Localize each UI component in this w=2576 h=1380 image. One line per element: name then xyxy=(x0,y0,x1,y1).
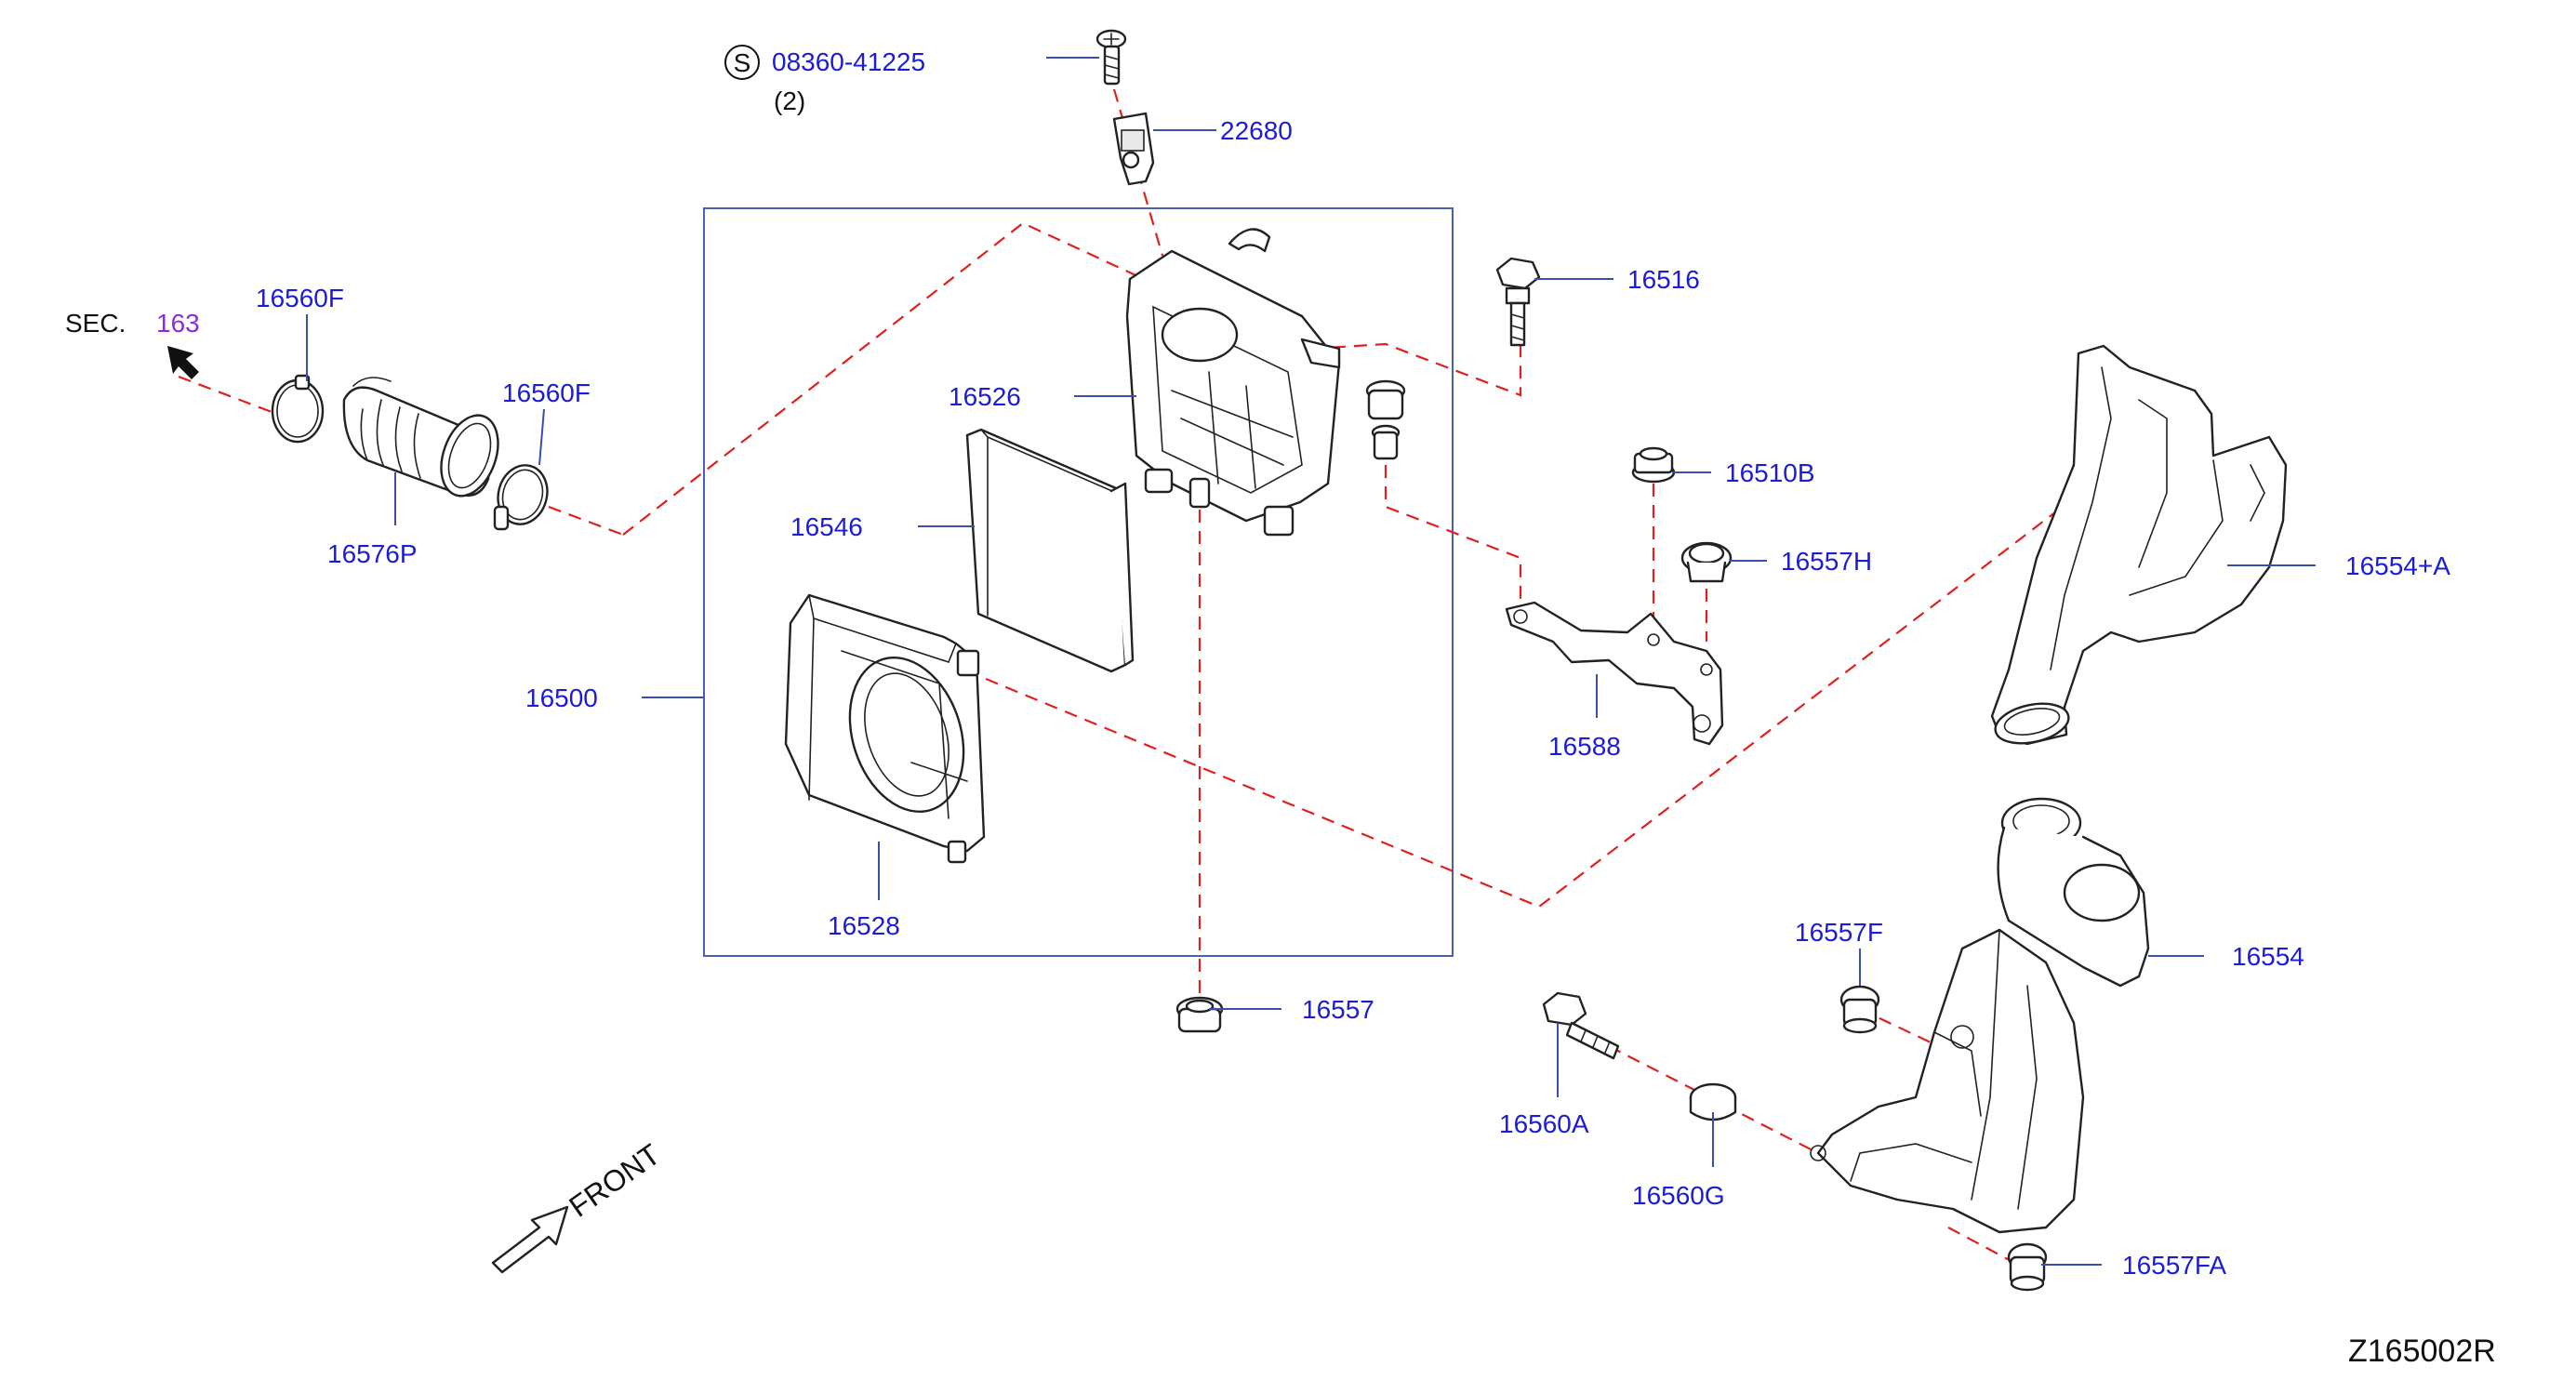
label-16516[interactable]: 16516 xyxy=(1627,265,1700,294)
bolt-16560a-icon[interactable] xyxy=(1542,991,1620,1060)
lower-case-icon[interactable] xyxy=(784,593,986,864)
leader-lines xyxy=(306,57,2316,1266)
air-cleaner-assembly-box xyxy=(703,207,1454,957)
section-arrow-icon xyxy=(167,346,199,379)
standard-part-quantity: (2) xyxy=(774,86,805,115)
label-22680[interactable]: 22680 xyxy=(1220,116,1293,145)
screw-icon[interactable] xyxy=(1095,29,1127,86)
label-16554[interactable]: 16554 xyxy=(2232,942,2304,971)
grommet-16557h-icon[interactable] xyxy=(1680,541,1733,583)
upper-case-icon[interactable] xyxy=(1125,249,1341,537)
resonator-duct-icon[interactable] xyxy=(1990,344,2288,750)
hose-clamp-left-icon[interactable] xyxy=(271,374,325,444)
bolt-16516-icon[interactable] xyxy=(1495,257,1541,347)
grommet-16557-icon[interactable] xyxy=(1175,996,1224,1033)
front-label: FRONT xyxy=(563,1137,666,1224)
resonator-icon[interactable] xyxy=(1810,797,2150,1234)
label-16576p[interactable]: 16576P xyxy=(327,539,418,568)
bracket-icon[interactable] xyxy=(1505,601,1724,746)
air-duct-hose-icon[interactable] xyxy=(342,377,509,504)
label-16526[interactable]: 16526 xyxy=(949,382,1021,411)
label-16528[interactable]: 16528 xyxy=(828,911,900,940)
label-16560f-right[interactable]: 16560F xyxy=(502,378,591,407)
section-link-163[interactable]: 163 xyxy=(156,309,200,338)
front-arrow-icon xyxy=(491,1205,569,1274)
collar-16560g-icon[interactable] xyxy=(1689,1082,1737,1121)
section-prefix: SEC. xyxy=(65,309,126,338)
label-16560a[interactable]: 16560A xyxy=(1499,1109,1589,1138)
label-16560f-left[interactable]: 16560F xyxy=(256,284,344,312)
grommet-icon[interactable] xyxy=(1365,379,1406,460)
grommet-16557fa-icon[interactable] xyxy=(2007,1242,2048,1292)
mass-air-flow-sensor-icon[interactable] xyxy=(1112,112,1155,186)
label-16554a[interactable]: 16554+A xyxy=(2345,551,2450,580)
phantom-lines xyxy=(178,88,2112,1266)
label-08360-41225[interactable]: 08360-41225 xyxy=(772,47,925,76)
standard-part-symbol-circle xyxy=(724,45,760,80)
label-16510b[interactable]: 16510B xyxy=(1725,458,1815,487)
label-16546[interactable]: 16546 xyxy=(790,512,863,541)
air-filter-element-icon[interactable] xyxy=(965,428,1135,673)
clip-icon[interactable] xyxy=(1228,228,1271,253)
standard-part-symbol: S xyxy=(734,48,751,77)
label-16557fa[interactable]: 16557FA xyxy=(2122,1251,2226,1280)
nut-16510b-icon[interactable] xyxy=(1631,446,1676,484)
hose-clamp-right-icon[interactable] xyxy=(492,459,554,531)
grommet-16557f-icon[interactable] xyxy=(1839,985,1880,1034)
label-16588[interactable]: 16588 xyxy=(1548,732,1621,761)
label-16500[interactable]: 16500 xyxy=(525,683,598,712)
diagram-reference-id: Z165002R xyxy=(2348,1334,2496,1369)
label-16557f[interactable]: 16557F xyxy=(1795,918,1883,947)
label-16560g[interactable]: 16560G xyxy=(1632,1181,1725,1210)
label-16557[interactable]: 16557 xyxy=(1302,995,1374,1024)
label-16557h[interactable]: 16557H xyxy=(1781,547,1872,576)
